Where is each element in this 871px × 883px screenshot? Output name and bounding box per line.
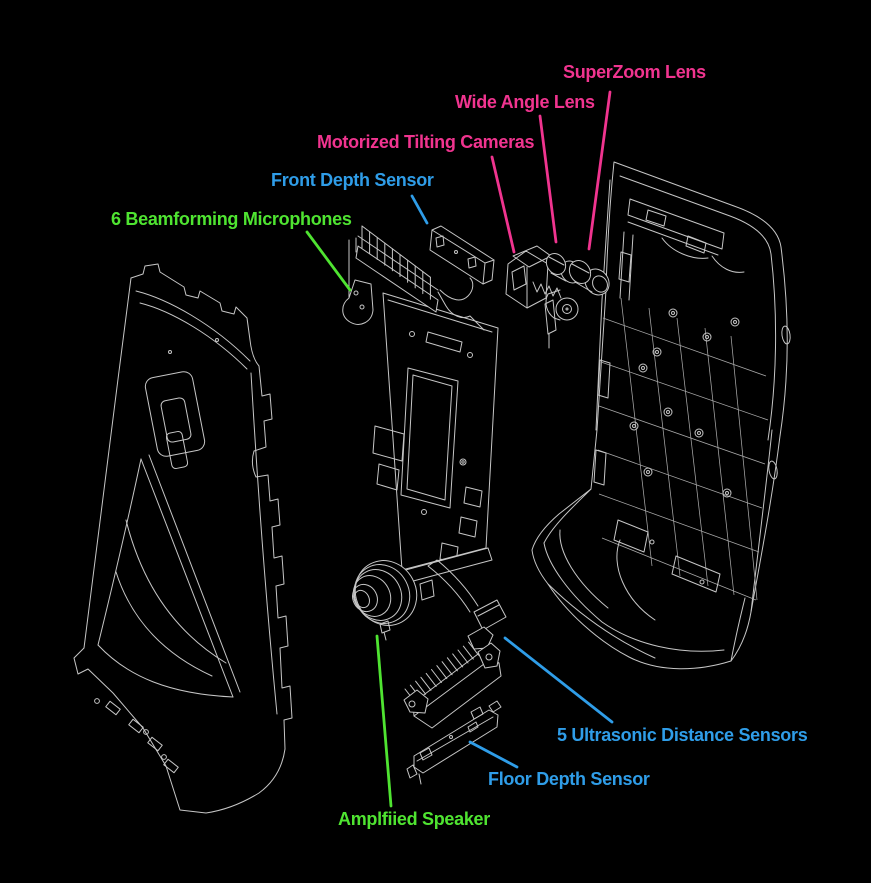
leader-lines [305,90,614,808]
label-superzoom-lens: SuperZoom Lens [563,62,706,82]
leader-beamforming-microphones [305,230,352,292]
label-wide-angle-lens: Wide Angle Lens [455,92,595,112]
front-depth-sensor-art [429,225,495,285]
rear-shell-art [531,161,791,670]
label-amplified-speaker: Amplfiied Speaker [338,809,490,829]
leader-ultrasonic-distance-sensors [503,636,614,724]
label-motorized-tilting-cameras: Motorized Tilting Cameras [317,132,535,152]
leader-superzoom-lens [587,90,612,251]
leader-amplified-speaker [375,634,393,808]
chassis-art [372,277,499,601]
label-floor-depth-sensor: Floor Depth Sensor [488,769,650,789]
label-beamforming-microphones: 6 Beamforming Microphones [111,209,352,229]
label-ultrasonic-distance-sensors: 5 Ultrasonic Distance Sensors [557,725,808,745]
speaker-art [352,560,418,641]
floor-sensor-art [406,700,502,785]
leader-motorized-tilting-cameras [490,155,516,254]
camera-assembly-art [505,245,610,349]
label-front-depth-sensor: Front Depth Sensor [271,170,434,190]
front-shell-art [73,263,293,814]
leader-floor-depth-sensor [468,740,519,769]
ultrasonic-array-art [403,559,507,729]
leader-wide-angle-lens [538,114,558,244]
leader-front-depth-sensor [410,194,429,225]
mic-bracket-art [342,225,439,325]
